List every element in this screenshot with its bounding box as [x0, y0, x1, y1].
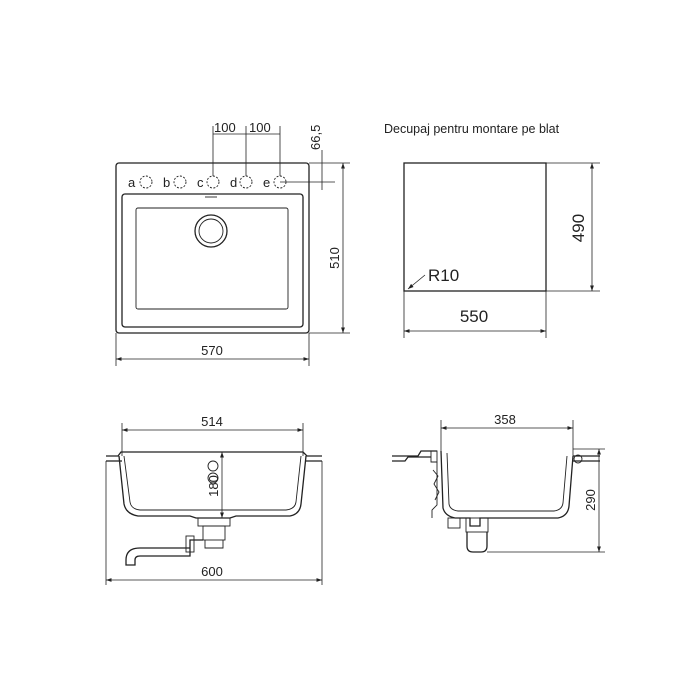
depth-dim: 510: [327, 247, 342, 269]
bowl-inner: [135, 207, 289, 310]
tap-hole-a-icon: [139, 175, 153, 189]
front-view: 180 514 600: [105, 414, 323, 585]
sink-outline: [115, 162, 310, 334]
hole-label-d: d: [230, 175, 237, 190]
hole-label-b: b: [163, 175, 170, 190]
cutout-radius: R10: [428, 266, 459, 285]
top-view: a b c d e 100 100 66,5 510 570: [115, 120, 350, 366]
side-width-dim: 358: [494, 412, 516, 427]
hole-label-e: e: [263, 175, 270, 190]
cutout-depth-dim: 490: [569, 214, 588, 242]
side-overflow-icon: [573, 454, 583, 464]
bowl-outer: [121, 193, 304, 328]
tap-hole-b-icon: [173, 175, 187, 189]
hole-spacing-2: 100: [249, 120, 271, 135]
overflow-icon: [207, 460, 219, 472]
width-dim: 570: [201, 343, 223, 358]
cutout-caption: Decupaj pentru montare pe blat: [384, 122, 560, 136]
overall-width-dim: 600: [201, 564, 223, 579]
cutout-width-dim: 550: [460, 307, 488, 326]
overflow-height-dim: 180: [206, 475, 221, 497]
cutout-outline: [403, 162, 547, 292]
hole-label-a: a: [128, 175, 136, 190]
side-bowl-inner: [446, 452, 568, 512]
bowl-section-inner: [123, 455, 302, 511]
hole-label-c: c: [197, 175, 204, 190]
siphon-pipe: [125, 539, 203, 566]
cutout-view: Decupaj pentru montare pe blat 490 R10 5…: [384, 122, 600, 338]
hole-spacing-1: 100: [214, 120, 236, 135]
drain-inner: [198, 218, 224, 244]
bowl-width-dim: 514: [201, 414, 223, 429]
side-view: 358 290: [392, 412, 605, 553]
side-drain: [465, 517, 489, 533]
side-height-dim: 290: [583, 489, 598, 511]
tap-hole-d-icon: [239, 175, 253, 189]
tap-hole-c-icon: [206, 175, 220, 189]
side-bowl-outer: [440, 450, 574, 527]
drain-outer: [194, 214, 228, 248]
hole-edge-offset: 66,5: [308, 125, 323, 150]
